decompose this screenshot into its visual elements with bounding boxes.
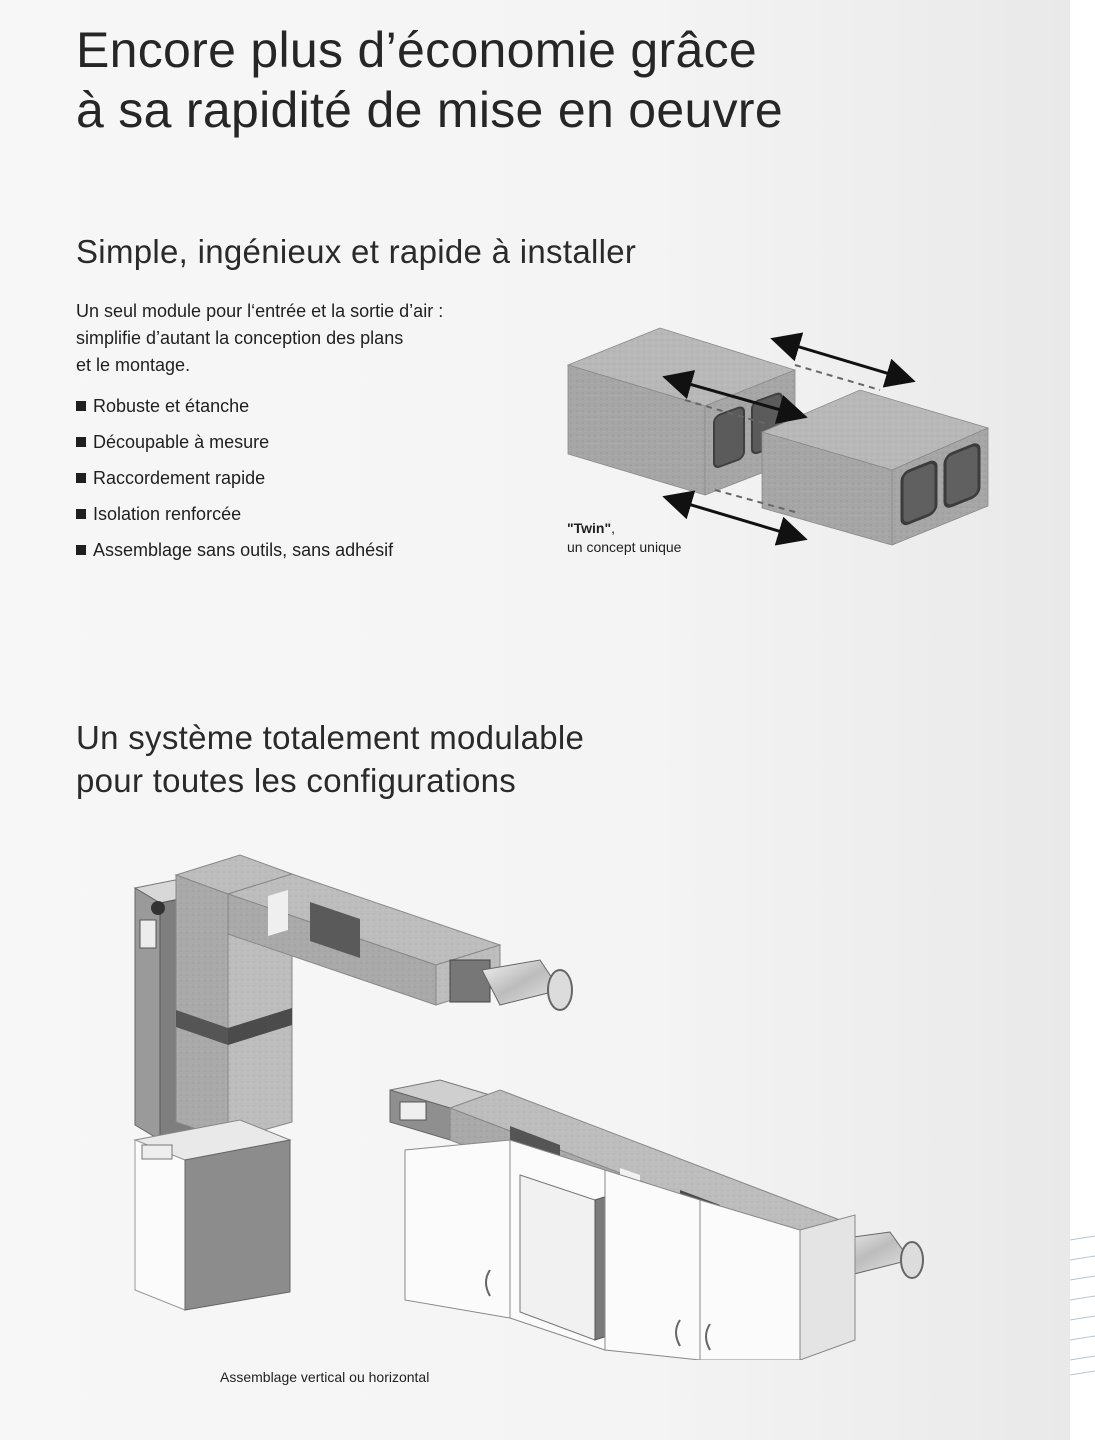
section-heading-installation: Simple, ingénieux et rapide à installer bbox=[76, 230, 636, 273]
section-heading-modular: Un système totalement modulable pour tou… bbox=[76, 716, 584, 802]
feature-list-item: Robuste et étanche bbox=[76, 388, 393, 424]
twin-image-caption: "Twin", un concept unique bbox=[567, 519, 681, 557]
feature-label: Assemblage sans outils, sans adhésif bbox=[93, 540, 394, 560]
feature-list-item: Isolation renforcée bbox=[76, 496, 393, 532]
feature-list-item: Découpable à mesure bbox=[76, 424, 393, 460]
feature-label: Découpable à mesure bbox=[93, 432, 270, 452]
twin-caption-line-2: un concept unique bbox=[567, 539, 682, 555]
page-title: Encore plus d’économie grâce à sa rapidi… bbox=[76, 20, 783, 140]
twin-duct-illustration bbox=[566, 327, 990, 546]
vertical-assembly bbox=[133, 854, 573, 1311]
square-bullet-icon bbox=[76, 509, 86, 519]
square-bullet-icon bbox=[76, 473, 86, 483]
intro-line-3: et le montage. bbox=[76, 355, 191, 375]
right-duct-block bbox=[760, 389, 990, 546]
page-title-line-1: Encore plus d’économie grâce bbox=[76, 22, 758, 78]
feature-list: Robuste et étanche Découpable à mesure R… bbox=[76, 388, 393, 568]
horizontal-assembly bbox=[389, 1079, 924, 1360]
square-bullet-icon bbox=[76, 545, 86, 555]
feature-list-item: Raccordement rapide bbox=[76, 460, 393, 496]
feature-label: Robuste et étanche bbox=[93, 396, 250, 416]
intro-paragraph: Un seul module pour l‘entrée et la sorti… bbox=[76, 298, 536, 379]
assembly-image-caption: Assemblage vertical ou horizontal bbox=[220, 1369, 430, 1385]
intro-line-2: simplifie d’autant la conception des pla… bbox=[76, 328, 404, 348]
section-heading-modular-line-2: pour toutes les configurations bbox=[76, 762, 517, 799]
assembly-illustration bbox=[133, 854, 924, 1360]
section-heading-installation-text: Simple, ingénieux et rapide à installer bbox=[76, 233, 637, 270]
edge-decoration bbox=[1070, 1235, 1095, 1376]
intro-line-1: Un seul module pour l‘entrée et la sorti… bbox=[76, 301, 444, 321]
section-heading-modular-line-1: Un système totalement modulable bbox=[76, 719, 585, 756]
page-title-line-2: à sa rapidité de mise en oeuvre bbox=[76, 82, 783, 138]
double-arrow-icon bbox=[662, 490, 808, 546]
double-arrow-icon bbox=[662, 370, 808, 424]
double-arrow-icon bbox=[770, 332, 916, 388]
square-bullet-icon bbox=[76, 401, 86, 411]
twin-caption-comma: , bbox=[611, 520, 616, 536]
square-bullet-icon bbox=[76, 437, 86, 447]
twin-caption-line-1: "Twin", bbox=[567, 519, 681, 538]
feature-label: Raccordement rapide bbox=[93, 468, 266, 488]
twin-caption-bold: "Twin" bbox=[567, 520, 612, 536]
page-margin-strip bbox=[1070, 0, 1095, 1440]
feature-list-item: Assemblage sans outils, sans adhésif bbox=[76, 532, 393, 568]
left-duct-block bbox=[566, 327, 797, 496]
feature-label: Isolation renforcée bbox=[93, 504, 242, 524]
